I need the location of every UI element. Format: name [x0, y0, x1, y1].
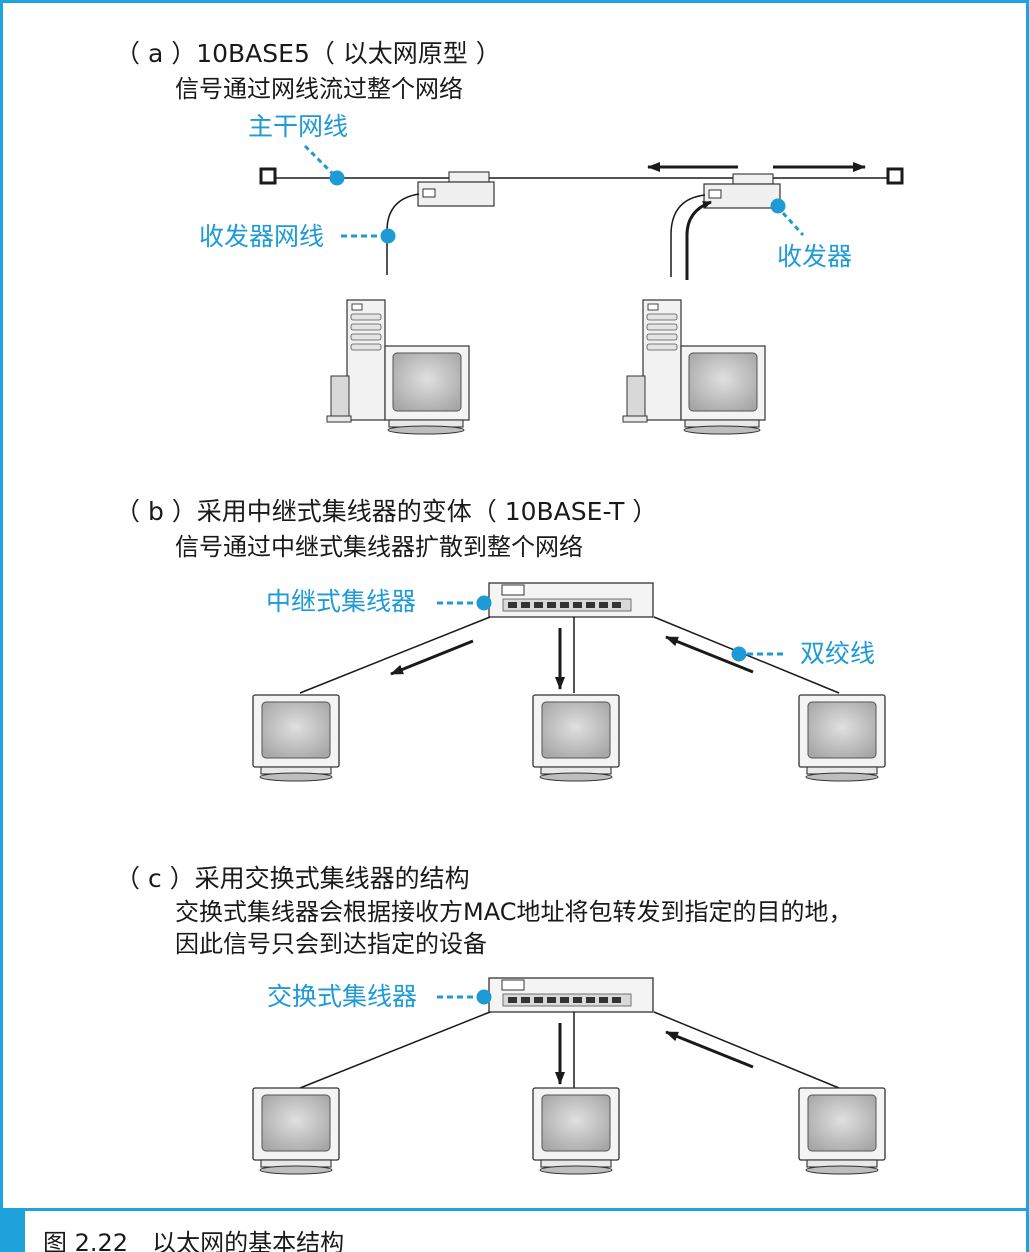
section-a-description: 信号通过网线流过整个网络 [175, 75, 463, 103]
figure-caption: 图 2.22 以太网的基本结构 [43, 1229, 345, 1252]
section-a-heading: （ a ）10BASE5（ 以太网原型 ） [115, 39, 501, 68]
section-c-description-line1: 交换式集线器会根据接收方MAC地址将包转发到指定的目的地， [175, 898, 853, 926]
caption-accent-tab [3, 1211, 25, 1252]
twisted-pair-label: 双绞线 [800, 639, 876, 668]
transceiver-cable-label: 收发器网线 [199, 222, 325, 251]
section-b-heading: （ b ）采用中继式集线器的变体（ 10BASE-T ） [115, 497, 658, 526]
repeater-hub-label: 中继式集线器 [266, 587, 417, 616]
transceiver-label: 收发器 [777, 242, 853, 271]
switching-hub-label: 交换式集线器 [267, 982, 418, 1011]
trunk-cable-label: 主干网线 [248, 112, 349, 141]
ethernet-diagram [252, 144, 904, 1175]
section-b-description: 信号通过中继式集线器扩散到整个网络 [175, 533, 583, 561]
figure-caption-bar: 图 2.22 以太网的基本结构 [3, 1208, 1026, 1252]
section-c-description-line2: 因此信号只会到达指定的设备 [175, 930, 487, 958]
section-c-heading: （ c ）采用交换式集线器的结构 [115, 864, 470, 893]
